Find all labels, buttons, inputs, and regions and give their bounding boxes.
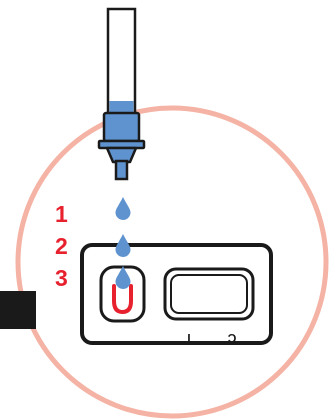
control-line-label: C bbox=[227, 331, 236, 345]
test-line-label: T bbox=[185, 331, 193, 345]
dark-side-block bbox=[0, 291, 36, 329]
step-number-1: 1 bbox=[55, 201, 68, 227]
step-number-3: 3 bbox=[55, 265, 68, 291]
test-cassette: T C bbox=[82, 245, 271, 345]
step-number-2: 2 bbox=[55, 233, 68, 259]
result-window bbox=[165, 269, 253, 319]
